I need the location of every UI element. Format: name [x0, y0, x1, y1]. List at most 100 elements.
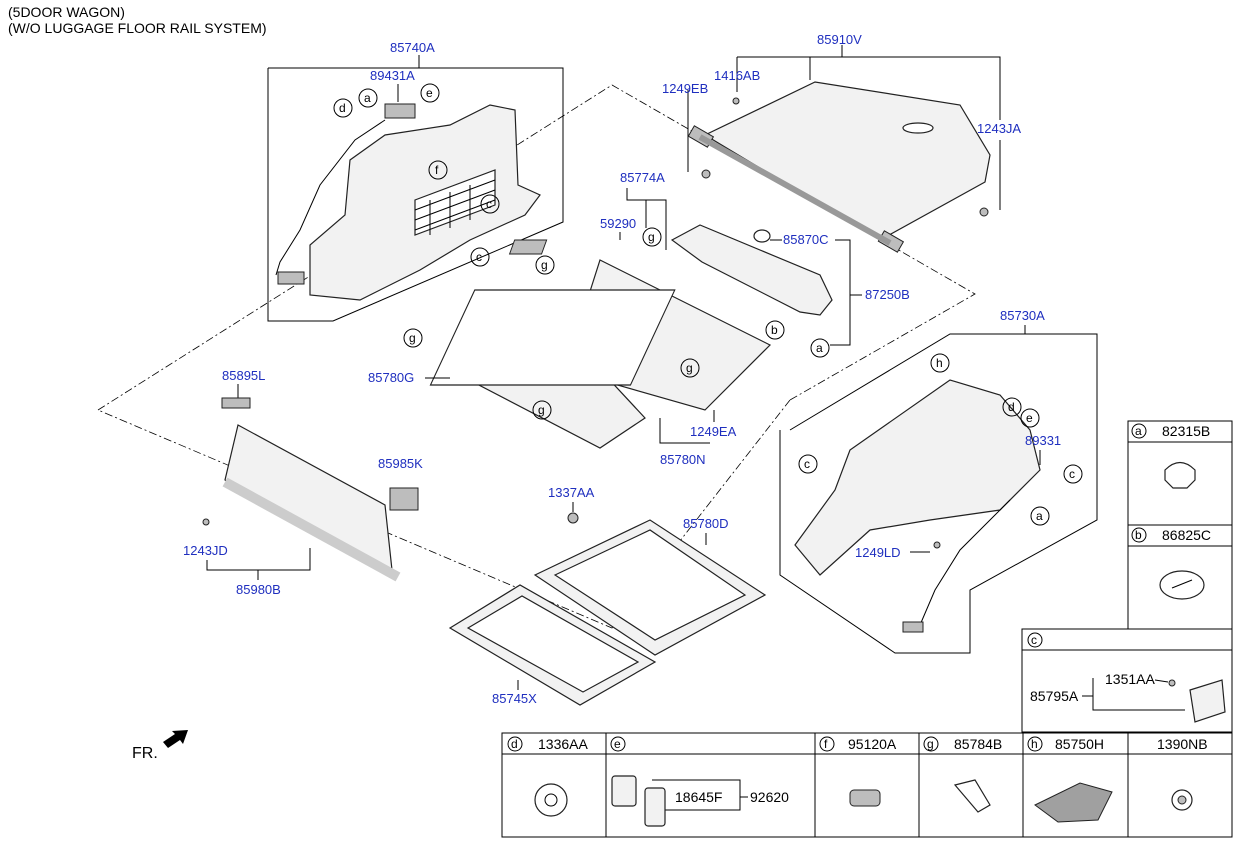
label-85985K: 85985K — [378, 456, 423, 471]
svg-text:85784B: 85784B — [954, 736, 1002, 752]
callout-b1: b — [765, 320, 785, 340]
label-1416AB: 1416AB — [714, 68, 760, 83]
callout-d: d — [333, 98, 353, 118]
svg-text:a: a — [1135, 424, 1142, 438]
sill-trim-87250B — [670, 224, 833, 316]
part-59290 — [508, 239, 548, 255]
label-89331: 89331 — [1025, 433, 1061, 448]
front-arrow-icon — [163, 730, 188, 748]
label-1337AA: 1337AA — [548, 485, 595, 500]
frame-85910V — [737, 56, 1001, 120]
net-pocket — [414, 169, 496, 236]
callout-f: f — [428, 160, 448, 180]
legend-g: g 85784B — [923, 736, 1002, 813]
label-1243JD: 1243JD — [183, 543, 228, 558]
label-1249EA: 1249EA — [690, 424, 737, 439]
svg-text:1336AA: 1336AA — [538, 736, 588, 752]
clip-89431A — [384, 103, 416, 119]
svg-text:e: e — [1026, 411, 1033, 425]
svg-text:92620: 92620 — [750, 789, 789, 805]
callout-a3: a — [1030, 506, 1050, 526]
svg-text:c: c — [1069, 467, 1075, 481]
front-label: FR. — [132, 745, 158, 762]
label-85870C: 85870C — [783, 232, 829, 247]
callout-a: a — [358, 88, 378, 108]
bracket-85985K — [389, 487, 419, 511]
frame-85740A — [267, 67, 564, 322]
svg-text:g: g — [927, 737, 934, 751]
svg-text:e: e — [614, 737, 621, 751]
callout-a2: a — [810, 338, 830, 358]
svg-text:82315B: 82315B — [1162, 423, 1210, 439]
callout-d2: d — [1002, 397, 1022, 417]
callout-e: e — [420, 83, 440, 103]
callout-g2: g — [535, 255, 555, 275]
svg-text:f: f — [824, 737, 828, 751]
label-85780D: 85780D — [683, 516, 729, 531]
svg-text:c: c — [1031, 633, 1037, 647]
svg-text:g: g — [686, 361, 693, 375]
svg-text:g: g — [409, 331, 416, 345]
label-85895L: 85895L — [222, 368, 265, 383]
left-trim-lamp — [277, 271, 305, 285]
svg-text:b: b — [771, 323, 778, 337]
label-85780N: 85780N — [660, 452, 706, 467]
svg-text:c: c — [476, 250, 482, 264]
legend-f: f 95120A — [819, 736, 897, 807]
callout-c4: c — [1063, 464, 1083, 484]
svg-text:f: f — [435, 163, 439, 177]
frame-85730A — [779, 333, 1098, 654]
label-85980B: 85980B — [236, 582, 281, 597]
bracket-85895L — [221, 397, 251, 409]
callout-g3: g — [403, 328, 423, 348]
svg-text:c: c — [486, 197, 492, 211]
svg-text:g: g — [648, 230, 655, 244]
svg-text:c: c — [804, 457, 810, 471]
callout-g1: g — [642, 227, 662, 247]
header-line-2: (W/O LUGGAGE FLOOR RAIL SYSTEM) — [8, 20, 267, 36]
svg-text:h: h — [936, 356, 943, 370]
label-1249EB: 1249EB — [662, 81, 708, 96]
right-trim-lamp — [902, 621, 924, 633]
label-89431A: 89431A — [370, 68, 415, 83]
callout-group: a d e f c c g g g g g b a h d e c c a — [333, 83, 1083, 526]
legend-i: 1390NB — [1157, 736, 1208, 811]
legend-a: a 82315B — [1127, 420, 1233, 526]
svg-text:b: b — [1135, 528, 1142, 542]
header-line-1: (5DOOR WAGON) — [8, 4, 125, 20]
svg-text:95120A: 95120A — [848, 736, 897, 752]
legend-d: d 1336AA — [507, 736, 588, 817]
label-85774A: 85774A — [620, 170, 665, 185]
label-85910V: 85910V — [817, 32, 862, 47]
label-85780G: 85780G — [368, 370, 414, 385]
svg-text:a: a — [816, 341, 823, 355]
callout-e2: e — [1020, 408, 1040, 428]
svg-text:g: g — [541, 258, 548, 272]
svg-text:1390NB: 1390NB — [1157, 736, 1208, 752]
cargo-net — [429, 289, 676, 386]
callout-g5: g — [532, 400, 552, 420]
legend-e: e 18645F 92620 — [610, 736, 789, 827]
label-85740A: 85740A — [390, 40, 435, 55]
svg-text:86825C: 86825C — [1162, 527, 1211, 543]
label-59290: 59290 — [600, 216, 636, 231]
svg-text:d: d — [1008, 400, 1015, 414]
legend-h: h 85750H — [1027, 736, 1113, 823]
svg-text:18645F: 18645F — [675, 789, 722, 805]
callout-c3: c — [798, 454, 818, 474]
legend-b: b 86825C — [1127, 524, 1233, 630]
legend-row — [501, 732, 1233, 838]
right-trim-panel — [794, 379, 1041, 576]
label-85745X: 85745X — [492, 691, 537, 706]
callout-h: h — [930, 353, 950, 373]
svg-text:a: a — [1036, 509, 1043, 523]
label-87250B: 87250B — [865, 287, 910, 302]
svg-text:g: g — [538, 403, 545, 417]
callout-c1: c — [480, 194, 500, 214]
callout-c2: c — [470, 247, 490, 267]
legend-c: c 1351AA 85795A — [1021, 628, 1233, 733]
label-85730A: 85730A — [1000, 308, 1045, 323]
label-1249LD: 1249LD — [855, 545, 901, 560]
svg-text:85795A: 85795A — [1030, 688, 1079, 704]
